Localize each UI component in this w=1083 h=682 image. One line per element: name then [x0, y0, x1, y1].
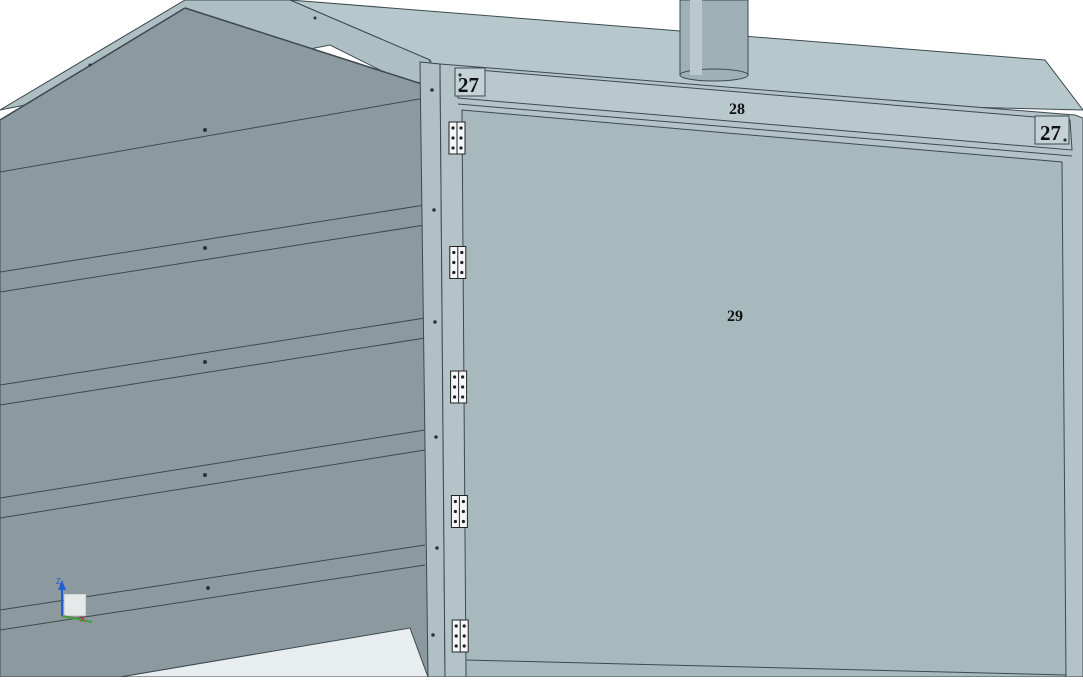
axis-z-label: Z	[56, 577, 61, 586]
hinge	[450, 495, 468, 528]
gable-edge-right	[184, 7, 426, 86]
corner-bracket-left	[454, 67, 486, 97]
door-panel[interactable]	[461, 109, 1067, 678]
post-screws	[430, 88, 439, 637]
wall-slats	[0, 97, 426, 631]
bracket-screws	[458, 73, 1067, 142]
callout-27-right: 27	[1040, 121, 1061, 145]
door-bottom-edge	[465, 659, 1067, 676]
callout-29: 29	[727, 308, 743, 325]
top-rail-lower-edge	[457, 103, 1073, 157]
hinge	[451, 619, 469, 653]
chimney-highlight	[690, 0, 702, 75]
axis-triad-icon: Z X	[56, 577, 93, 624]
callout-28: 28	[729, 101, 745, 118]
corner-bracket-right	[1034, 115, 1070, 145]
wall-screws	[88, 16, 317, 590]
axis-x-label: X	[80, 615, 86, 624]
hinge-group	[448, 121, 469, 653]
hinge	[449, 246, 467, 279]
gable-edge	[0, 7, 186, 121]
hinge	[448, 121, 466, 155]
callout-27-left: 27	[458, 73, 479, 97]
hinge	[450, 370, 468, 404]
